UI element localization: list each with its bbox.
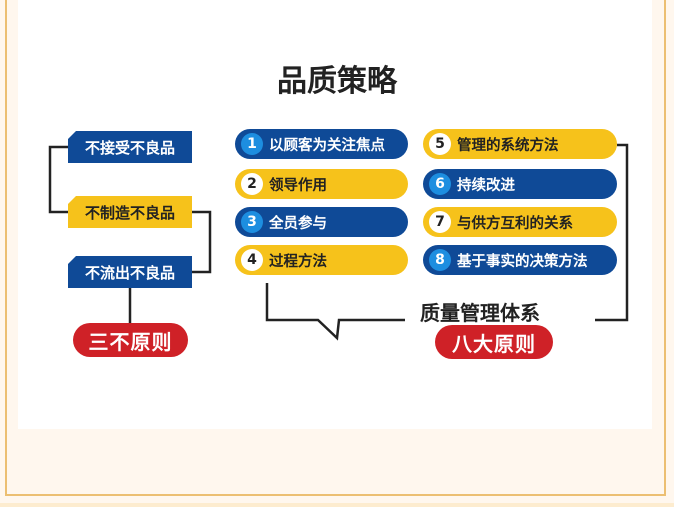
principle-text: 全员参与: [269, 215, 327, 232]
card-frame: [5, 0, 666, 496]
no-make-defect-box: 不制造不良品: [68, 196, 192, 228]
principle-3: 3 全员参与: [235, 207, 408, 237]
principle-8: 8 基于事实的决策方法: [423, 245, 617, 275]
number-badge: 1: [241, 133, 263, 155]
three-no-principle-badge: 三不原则: [73, 323, 188, 357]
principle-text: 管理的系统方法: [457, 137, 559, 154]
principle-text: 持续改进: [457, 177, 515, 194]
principle-1: 1 以顾客为关注焦点: [235, 129, 408, 159]
number-badge: 6: [429, 173, 451, 195]
bottom-strip: [0, 503, 674, 507]
principle-text: 与供方互利的关系: [457, 215, 573, 232]
number-badge: 4: [241, 249, 263, 271]
number-badge: 2: [241, 173, 263, 195]
eight-principles-badge: 八大原则: [435, 325, 553, 359]
principle-4: 4 过程方法: [235, 245, 408, 275]
number-badge: 3: [241, 211, 263, 233]
principle-7: 7 与供方互利的关系: [423, 207, 617, 237]
page-title: 品质策略: [277, 64, 397, 99]
number-badge: 8: [429, 249, 451, 271]
no-pass-defect-box: 不流出不良品: [68, 256, 192, 288]
principle-6: 6 持续改进: [423, 169, 617, 199]
principle-text: 领导作用: [269, 177, 327, 194]
no-accept-defect-box: 不接受不良品: [68, 131, 192, 163]
number-badge: 5: [429, 133, 451, 155]
principle-text: 基于事实的决策方法: [457, 253, 588, 270]
principle-5: 5 管理的系统方法: [423, 129, 617, 159]
number-badge: 7: [429, 211, 451, 233]
principle-text: 过程方法: [269, 253, 327, 270]
principle-2: 2 领导作用: [235, 169, 408, 199]
principle-text: 以顾客为关注焦点: [269, 137, 385, 154]
quality-system-label: 质量管理体系: [420, 301, 540, 325]
